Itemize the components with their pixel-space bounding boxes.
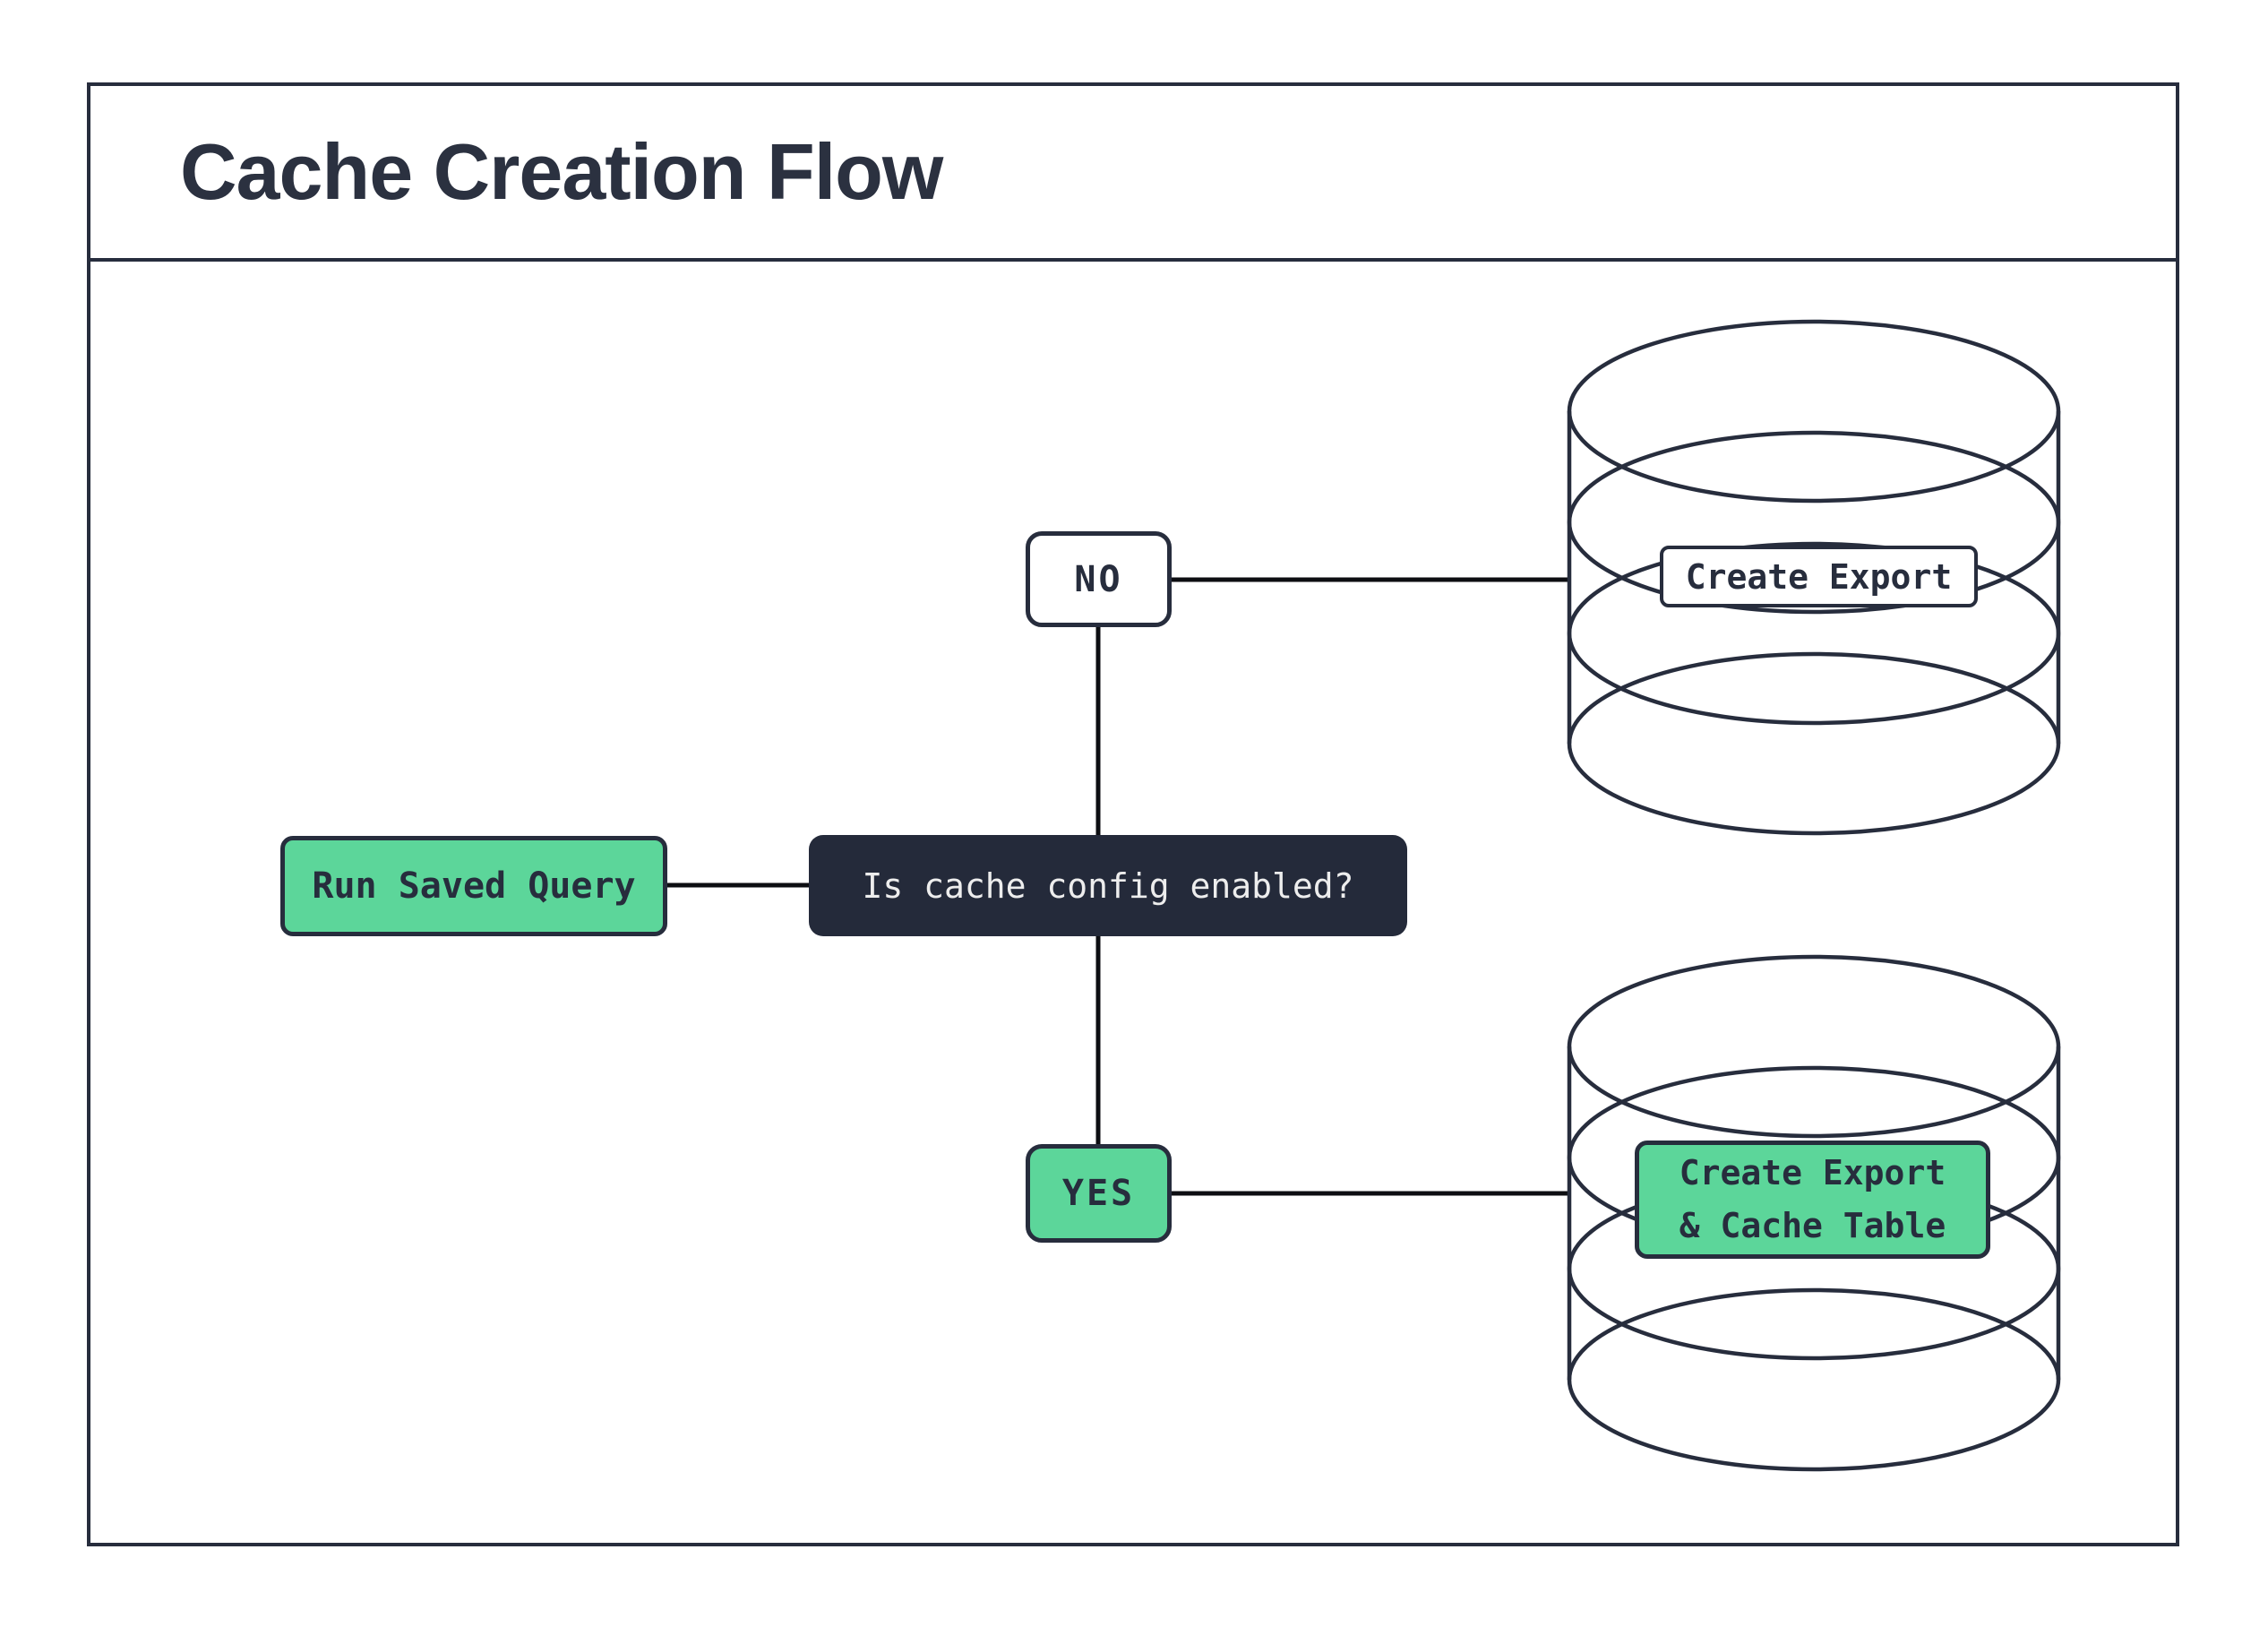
branch-node-no: NO xyxy=(1026,531,1172,627)
database-icon-top xyxy=(1567,319,2061,836)
database-icon-bottom xyxy=(1567,954,2061,1472)
diagram-frame: Cache Creation Flow xyxy=(87,82,2179,1546)
connector-lines xyxy=(667,577,1569,1196)
decision-node-cache-config: Is cache config enabled? xyxy=(809,835,1407,936)
database-action-create-export: Create Export xyxy=(1660,546,1978,607)
start-node-run-saved-query: Run Saved Query xyxy=(280,836,667,936)
page-title: Cache Creation Flow xyxy=(180,127,943,216)
branch-node-yes: YES xyxy=(1026,1144,1172,1243)
title-bar: Cache Creation Flow xyxy=(90,86,2176,262)
database-action-create-export-cache-table: Create Export & Cache Table xyxy=(1635,1141,1990,1259)
